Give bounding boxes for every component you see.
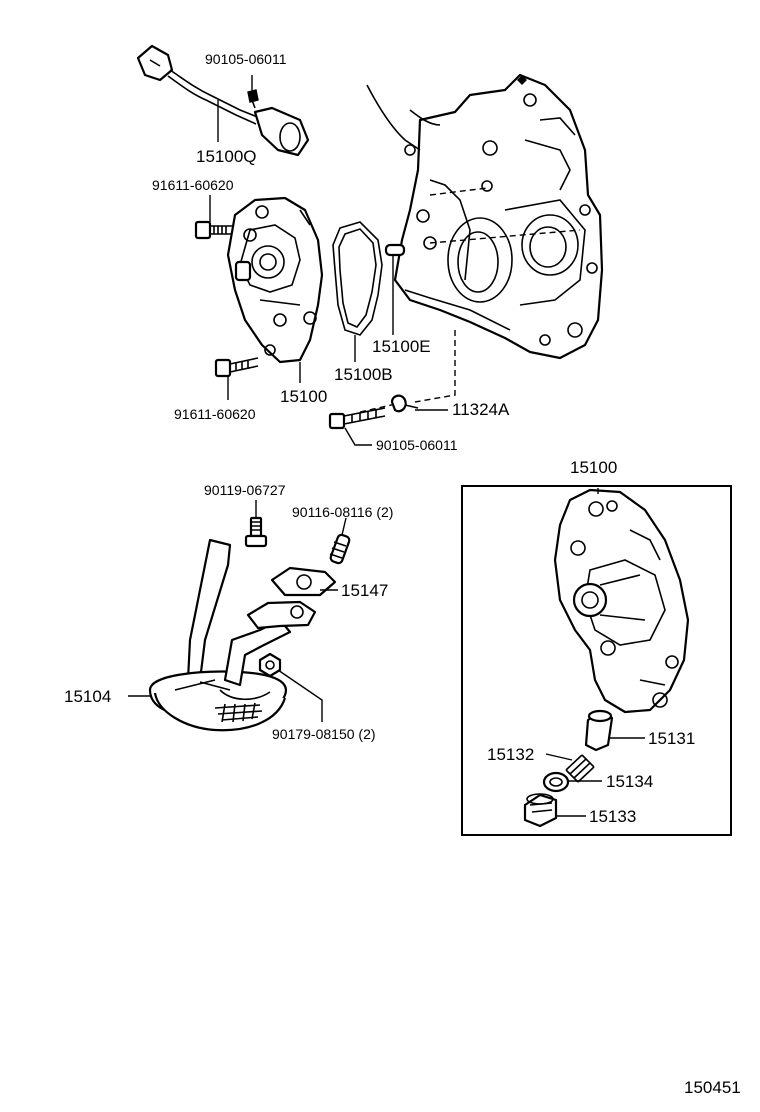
bolt-upper-91611 (194, 220, 232, 240)
label-90119: 90119-06727 (204, 482, 286, 498)
label-15100q: 15100Q (196, 147, 257, 166)
gasket-15100b (332, 221, 383, 336)
label-15132: 15132 (487, 745, 534, 764)
label-15100e: 15100E (372, 337, 431, 356)
label-90179: 90179-08150 (2) (272, 726, 376, 742)
label-inset-15100: 15100 (570, 458, 617, 477)
figure-code: 150451 (684, 1078, 741, 1097)
timing-cover (366, 73, 604, 360)
bolt-90119 (244, 516, 268, 548)
label-15147: 15147 (341, 581, 388, 600)
label-90116: 90116-08116 (2) (292, 504, 393, 520)
strainer-15104 (148, 538, 317, 732)
inset-pump-15100 (553, 488, 690, 714)
valve-15131 (584, 709, 614, 752)
stud-90116 (329, 533, 351, 565)
part-labels: 90105-06011 15100Q 91611-60620 15100E 15… (64, 51, 741, 1097)
label-15104: 15104 (64, 687, 111, 706)
label-15133: 15133 (589, 807, 636, 826)
spring-15132 (565, 754, 595, 783)
leader-lines (128, 75, 645, 817)
label-15100: 15100 (280, 387, 327, 406)
label-91611-upper: 91611-60620 (152, 177, 234, 193)
washer-15134 (542, 771, 570, 793)
label-90105-lower: 90105-06011 (376, 437, 458, 453)
gasket-15147 (270, 566, 337, 597)
strainer-mesh (214, 702, 263, 723)
assembly-lines (359, 187, 581, 413)
oil-pump-15100 (226, 196, 324, 364)
pin-15100e (384, 243, 406, 257)
label-15100b: 15100B (334, 365, 393, 384)
bolt-lower-91611 (214, 357, 259, 378)
label-15131: 15131 (648, 729, 695, 748)
clip-11324a (390, 394, 419, 413)
label-91611-lower: 91611-60620 (174, 406, 256, 422)
label-15134: 15134 (606, 772, 653, 791)
nut-90179 (258, 652, 282, 678)
plug-15133 (523, 793, 558, 828)
label-11324a: 11324A (452, 400, 510, 419)
bolt-lower-90105 (328, 407, 386, 430)
inset-frame (461, 485, 732, 836)
label-90105-top: 90105-06011 (205, 51, 287, 67)
sensor-15100q (136, 44, 310, 157)
